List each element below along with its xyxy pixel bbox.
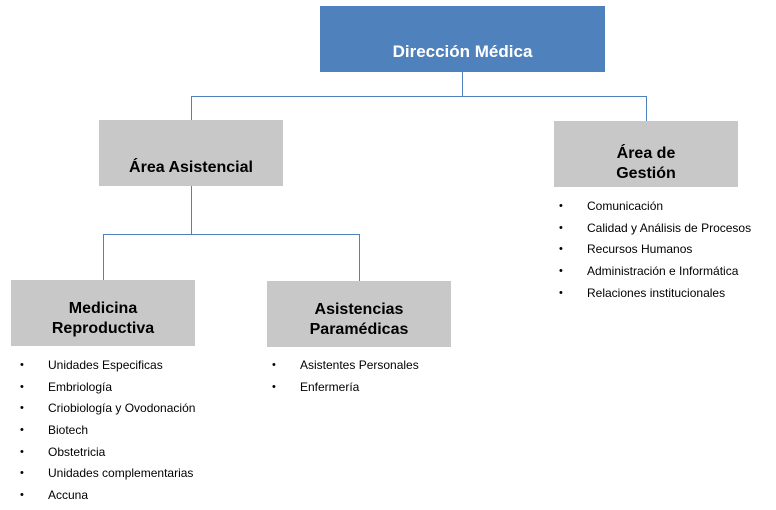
list-item: Recursos Humanos <box>559 242 751 264</box>
medicina-items-list: Unidades Especificas Embriología Criobio… <box>20 358 195 510</box>
list-item: Unidades Especificas <box>20 358 195 380</box>
list-item: Comunicación <box>559 199 751 221</box>
list-item: Asistentes Personales <box>272 358 419 380</box>
asistencias-items-list: Asistentes Personales Enfermería <box>272 358 419 401</box>
connector-to-asistencial <box>191 96 192 120</box>
list-item: Relaciones institucionales <box>559 286 751 308</box>
gestion-items-list: Comunicación Calidad y Análisis de Proce… <box>559 199 751 307</box>
list-item: Biotech <box>20 423 195 445</box>
list-item: Obstetricia <box>20 445 195 467</box>
list-item: Enfermería <box>272 380 419 402</box>
node-medicina-reproductiva-label: Medicina Reproductiva <box>51 300 155 337</box>
connector-to-medicina <box>103 234 104 280</box>
connector-asistencial-bar <box>103 234 360 235</box>
list-item: Administración e Informática <box>559 264 751 286</box>
connector-root-bar <box>191 96 647 97</box>
connector-to-gestion <box>646 96 647 121</box>
connector-root-down <box>462 72 463 96</box>
list-item: Unidades complementarias <box>20 466 195 488</box>
root-node-label: Dirección Médica <box>392 42 533 61</box>
node-area-gestion: Área de Gestión <box>554 121 738 187</box>
list-item: Embriología <box>20 380 195 402</box>
node-asistencias-paramedicas: Asistencias Paramédicas <box>267 281 451 347</box>
node-area-asistencial: Área Asistencial <box>99 120 283 186</box>
list-item: Criobiología y Ovodonación <box>20 401 195 423</box>
node-asistencias-paramedicas-label: Asistencias Paramédicas <box>309 301 409 338</box>
node-medicina-reproductiva: Medicina Reproductiva <box>11 280 195 346</box>
node-area-gestion-label: Área de Gestión <box>616 145 676 182</box>
node-area-asistencial-label: Área Asistencial <box>129 159 253 176</box>
connector-to-asistencias <box>359 234 360 281</box>
list-item: Calidad y Análisis de Procesos <box>559 221 751 243</box>
list-item: Accuna <box>20 488 195 510</box>
root-node: Dirección Médica <box>320 6 605 72</box>
connector-asistencial-down <box>191 186 192 234</box>
